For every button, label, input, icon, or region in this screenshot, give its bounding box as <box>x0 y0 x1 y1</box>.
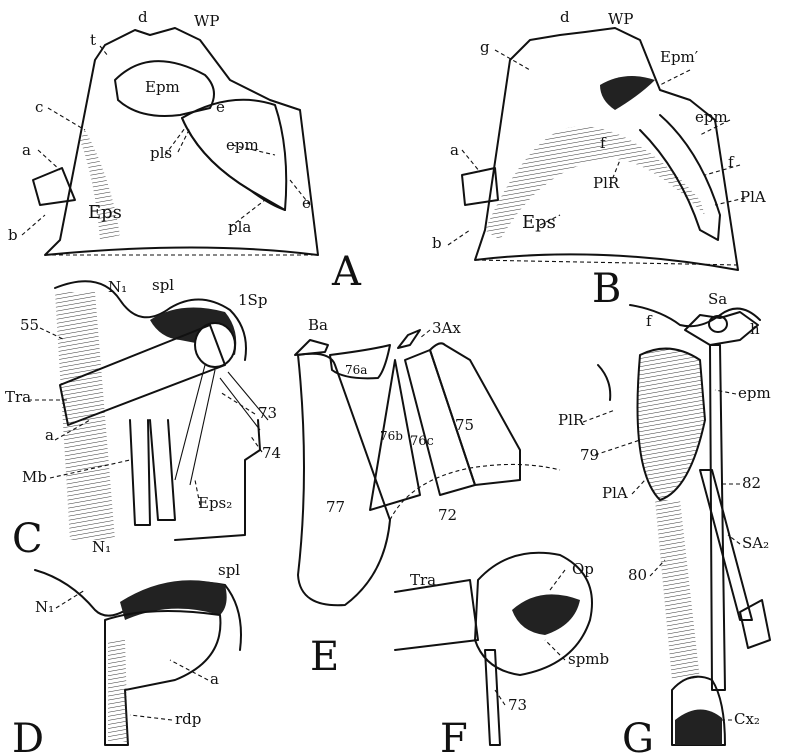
panel-c-basalare-rods <box>130 420 175 525</box>
panel-g-label-epm: epm <box>738 384 771 402</box>
panel-b-label-a: a <box>450 141 459 159</box>
panel-c: N₁ spl 1Sp 55 Tra a 73 74 Mb Eps₂ N₁ C <box>5 276 281 562</box>
panel-g-label-cx2: Cx₂ <box>734 710 760 728</box>
panel-f-letter: F <box>440 716 468 755</box>
panel-e-label-77: 77 <box>326 498 345 516</box>
panel-d-label-spl: spl <box>218 561 240 579</box>
panel-a-label-a: a <box>22 141 31 159</box>
panel-c-label-N1-top: N₁ <box>108 278 127 296</box>
panel-g-coxa-dark <box>675 709 722 745</box>
panel-c-muscle-55 <box>55 292 115 540</box>
panel-a-label-c: c <box>35 98 43 116</box>
panel-a-label-wp: WP <box>194 12 220 30</box>
panel-b-label-wp: WP <box>608 10 634 28</box>
panel-e-letter: E <box>310 634 339 680</box>
panel-a-pleural-suture <box>182 118 285 210</box>
panel-a-epm-lobe <box>182 100 286 210</box>
panel-b-label-f2: f <box>728 153 735 171</box>
panel-a-label-Epm: Epm <box>145 78 180 96</box>
panel-f-trachea <box>395 580 478 650</box>
panel-g-muscle-80 <box>655 500 700 680</box>
panel-g-label-82: 82 <box>742 474 761 492</box>
panel-g-label-80: 80 <box>628 566 647 584</box>
panel-b-dark-cavity <box>600 76 655 110</box>
panel-e-label-ba: Ba <box>308 316 328 334</box>
panel-e-muscle-77 <box>298 354 390 606</box>
panel-a-label-pls: pls <box>150 144 172 162</box>
panel-c-label-spl: spl <box>152 276 174 294</box>
panel-b: d WP g Epm′ epm f f a PlR PlA b Eps B <box>432 8 766 312</box>
panel-a-letter: A <box>331 249 362 295</box>
panel-c-label-73: 73 <box>258 404 277 422</box>
panel-c-label-N1-bottom: N₁ <box>92 538 111 556</box>
panel-b-label-d: d <box>560 8 570 26</box>
panel-g-label-sa: Sa <box>708 290 727 308</box>
panel-g-label-h: h <box>750 320 760 338</box>
panel-g-letter: G <box>622 716 654 755</box>
panel-b-label-b: b <box>432 234 442 252</box>
panel-b-letter: B <box>592 266 621 312</box>
panel-c-letter: C <box>12 516 43 562</box>
panel-d-letter: D <box>12 716 44 755</box>
panel-e-basalare <box>295 340 328 355</box>
panel-a-label-t: t <box>90 31 96 49</box>
panel-a: t d WP c a b Epm e epm pls e Eps pla A <box>8 8 362 295</box>
panel-d-label-a: a <box>210 670 219 688</box>
panel-g-label-plr: PlR <box>558 411 585 429</box>
panel-e-label-76b: 76b <box>380 429 403 443</box>
panel-e-ax3 <box>398 330 420 348</box>
panel-b-label-PlA: PlA <box>740 188 766 206</box>
panel-c-label-74: 74 <box>262 444 281 462</box>
panel-b-label-Epm-prime: Epm′ <box>660 48 699 66</box>
panel-e-label-75: 75 <box>455 416 474 434</box>
panel-d-rdp-hatch <box>108 640 128 742</box>
panel-f-label-op: Op <box>572 560 594 578</box>
panel-e-label-3ax: 3Ax <box>432 319 461 337</box>
panel-a-label-pla: pla <box>228 218 251 236</box>
panel-g-label-sa2: SA₂ <box>742 534 769 552</box>
panel-f-label-73: 73 <box>508 696 527 714</box>
panel-a-label-epm: epm <box>226 136 259 154</box>
panel-a-label-d: d <box>138 8 148 26</box>
panel-g-pleural-ridge <box>598 365 610 400</box>
panel-d-label-N1: N₁ <box>35 598 54 616</box>
panel-a-label-Eps: Eps <box>88 202 122 223</box>
panel-d: N₁ spl a rdp D <box>12 561 241 755</box>
panel-a-episternum-hatch <box>80 130 120 240</box>
panel-c-muscles-73-74 <box>175 365 268 485</box>
panel-c-label-mb: Mb <box>22 468 47 486</box>
panel-c-label-1sp: 1Sp <box>238 291 267 309</box>
panel-c-episternum-edge <box>175 420 260 540</box>
panel-e-label-72: 72 <box>438 506 457 524</box>
panel-g-sa2-plate <box>740 600 770 648</box>
panel-b-label-PlR: PlR <box>593 174 620 192</box>
panel-e-muscle-75 <box>430 343 520 485</box>
panel-c-label-eps2: Eps₂ <box>198 494 232 512</box>
panel-f-label-tra: Tra <box>410 571 436 589</box>
panel-c-label-tra: Tra <box>5 388 31 406</box>
panel-a-label-b: b <box>8 226 18 244</box>
panel-b-label-Eps: Eps <box>522 212 556 233</box>
panel-f: Tra Op spmb 73 F <box>395 553 609 755</box>
panel-b-pleural-arm <box>640 115 720 240</box>
panel-b-label-g: g <box>480 38 490 56</box>
panel-g-label-f: f <box>646 312 653 330</box>
panel-c-label-55: 55 <box>20 316 39 334</box>
panel-f-opening <box>512 594 580 635</box>
panel-g-label-pla: PlA <box>602 484 628 502</box>
panel-g: f Sa h epm PlR 79 82 PlA SA₂ 80 Cx₂ G <box>558 290 771 755</box>
panel-e-label-76a: 76a <box>345 363 367 377</box>
panel-e-label-76c: 76c <box>410 434 434 449</box>
panel-a-label-e1: e <box>216 98 225 116</box>
panel-f-label-spmb: spmb <box>568 650 609 668</box>
panel-c-label-a: a <box>45 426 54 444</box>
panel-e: Ba 3Ax 76a 76b 76c 75 77 72 E <box>295 316 560 680</box>
panel-d-label-rdp: rdp <box>175 710 201 728</box>
